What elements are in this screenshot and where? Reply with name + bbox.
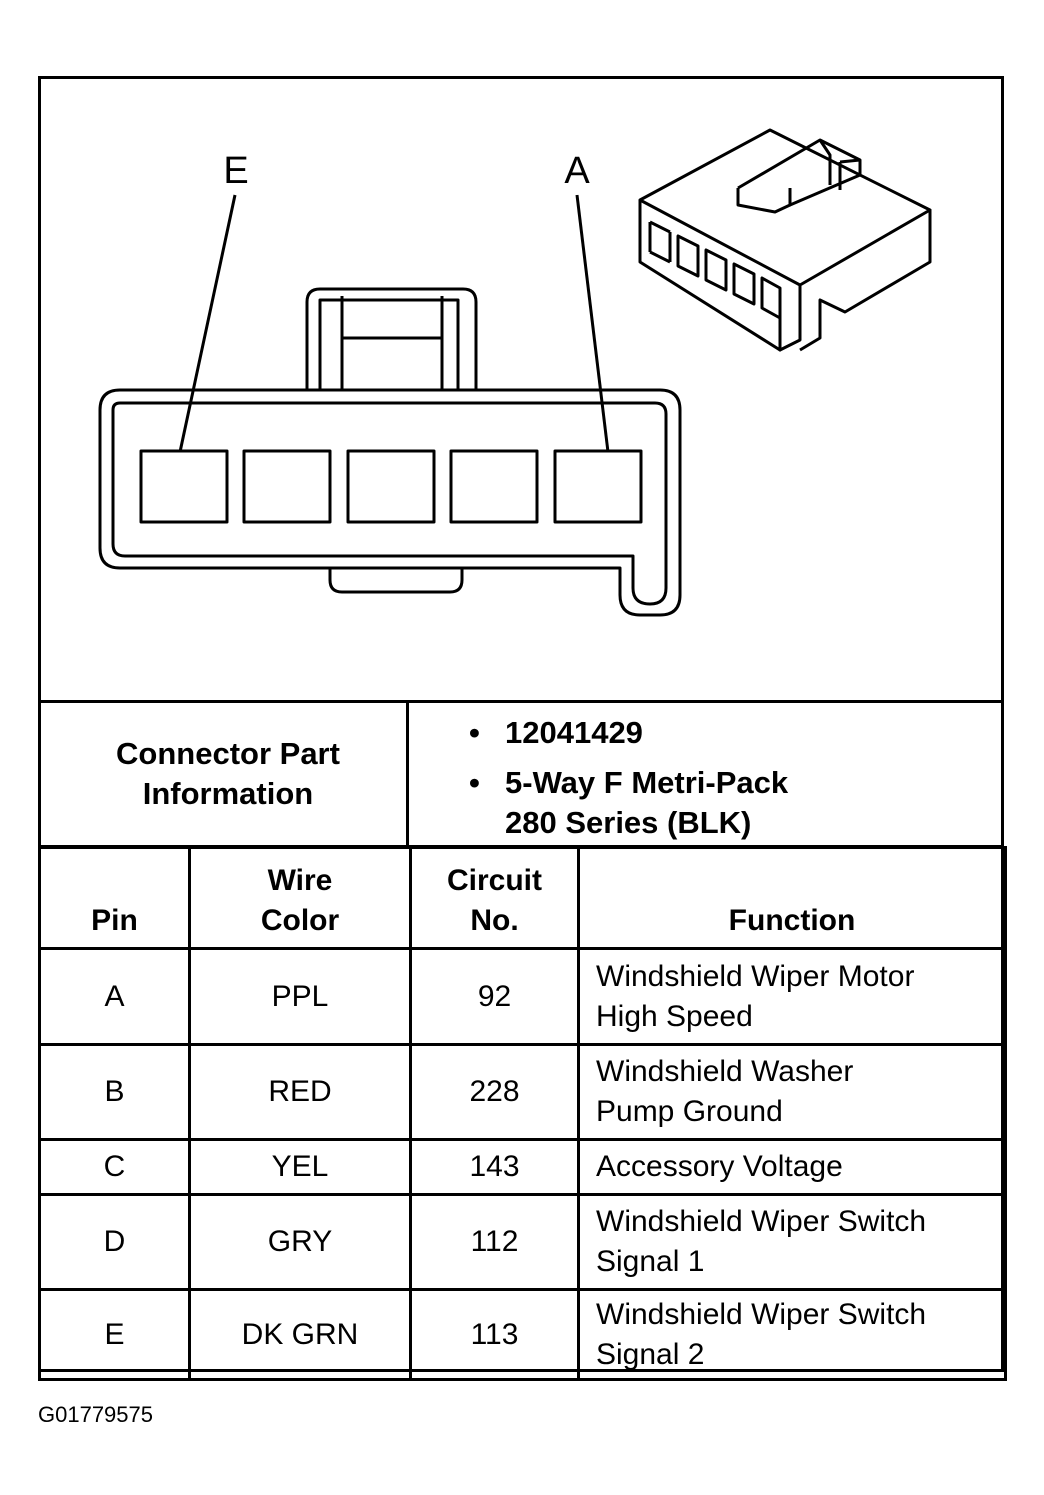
cell-function: Accessory Voltage: [577, 1138, 1007, 1196]
description-row: • 5-Way F Metri-Pack 280 Series (BLK): [469, 763, 788, 843]
cell-wire-color: YEL: [188, 1138, 412, 1196]
cell-circuit: 228: [409, 1043, 580, 1141]
pin-label-a: A: [564, 150, 590, 192]
figure-id: G01779575: [38, 1402, 153, 1427]
cell-circuit: 143: [409, 1138, 580, 1196]
leader-line-a: [575, 194, 610, 453]
connector-latch: [305, 287, 478, 390]
connector-body: [98, 388, 682, 617]
description-line2: 280 Series (BLK): [505, 805, 752, 840]
cell-circuit: 112: [409, 1193, 580, 1291]
bullet: •: [469, 765, 480, 800]
cavity-d: [242, 449, 332, 524]
cell-pin: C: [38, 1138, 191, 1196]
cell-circuit: 113: [409, 1288, 580, 1381]
cell-wire-color: PPL: [188, 947, 412, 1046]
cell-pin: D: [38, 1193, 191, 1291]
info-label-line1: Connector Part: [116, 736, 340, 771]
leader-line-e: [178, 194, 237, 453]
connector-diagram: E A: [98, 128, 932, 617]
bullet: •: [469, 715, 480, 750]
cell-pin: B: [38, 1043, 191, 1141]
pin-label-e: E: [223, 150, 248, 192]
cavity-a: [553, 449, 643, 524]
cell-wire-color: DK GRN: [188, 1288, 412, 1381]
connector-3d-illustration: [638, 128, 932, 352]
description-line1: 5-Way F Metri-Pack: [505, 765, 789, 800]
connector-part-info-values: • 12041429 • 5-Way F Metri-Pack 280 Seri…: [409, 703, 1004, 845]
cavity-b: [449, 449, 539, 524]
connector-key: [328, 568, 464, 594]
cavity-c: [346, 449, 436, 524]
part-number-row: • 12041429: [469, 713, 643, 753]
part-number: 12041429: [505, 715, 643, 750]
cell-wire-color: GRY: [188, 1193, 412, 1291]
header-pin: Pin: [38, 846, 191, 950]
info-label-line2: Information: [142, 776, 314, 811]
cell-wire-color: RED: [188, 1043, 412, 1141]
cell-circuit: 92: [409, 947, 580, 1046]
cell-pin: A: [38, 947, 191, 1046]
cell-pin: E: [38, 1288, 191, 1381]
table-row: C YEL 143 Accessory Voltage: [38, 1138, 1007, 1196]
header-function: Function: [577, 846, 1007, 950]
cavity-e: [139, 449, 229, 524]
connector-part-info-label: Connector Part Information: [38, 703, 409, 845]
connector-part-info: Connector Part Information • 12041429 • …: [38, 700, 1004, 848]
